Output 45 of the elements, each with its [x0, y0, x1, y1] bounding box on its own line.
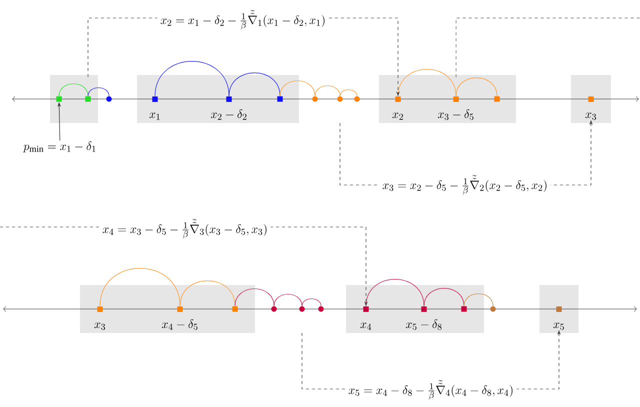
highlight-region: [540, 285, 578, 333]
arc: [456, 78, 498, 97]
arc: [398, 69, 456, 97]
arc: [234, 288, 274, 306]
edge-label: $x_3 = x_2 - \delta_5 - \tfrac{1}{\beta}\tilde{\tilde{\nabla}}_2(x_2 - \delta_5, x_2)$: [379, 172, 551, 198]
edge-label: $x_2 = x_1 - \delta_2 - \tfrac{1}{\beta}\tilde{\tilde{\nabla}}_1(x_1 - \delta_2, x_1)$: [157, 7, 329, 33]
square-marker: [494, 96, 500, 102]
square-marker: [232, 306, 238, 312]
point-label: $x_3$: [585, 112, 596, 120]
point-label: $x_5 - \delta_8$: [406, 319, 442, 330]
point-label: $x_4$: [360, 322, 372, 330]
point-label: $x_3$: [94, 322, 106, 330]
arc: [366, 279, 424, 307]
highlight-region: [571, 75, 611, 123]
square-marker: [277, 96, 283, 102]
arc: [274, 294, 302, 306]
arc: [100, 268, 180, 307]
highlight-region: [50, 75, 98, 123]
arc: [302, 298, 322, 306]
square-marker: [461, 306, 467, 312]
point-label: $x_1$: [149, 112, 160, 120]
point-label: $x_5$: [553, 322, 564, 330]
arc: [180, 280, 236, 307]
arc: [314, 85, 340, 96]
edge-label: $x_4 = x_3 - \delta_5 - \tfrac{1}{\beta}\tilde{\tilde{\nabla}}_3(x_3 - \delta_5, x_3)$: [99, 216, 271, 242]
highlight-region: [346, 285, 484, 333]
highlight-region: [379, 75, 516, 123]
arc: [154, 61, 230, 97]
arc: [58, 83, 88, 96]
point-label: $x_2$: [392, 112, 403, 120]
point-label: $x_2 - \delta_2$: [210, 109, 246, 120]
square-marker: [85, 96, 91, 102]
point-label: $x_3 - \delta_5$: [438, 109, 474, 120]
square-marker: [56, 96, 62, 102]
arc: [464, 293, 494, 306]
highlight-region: [80, 285, 255, 333]
arc: [280, 80, 316, 96]
edge-label: $x_5 = x_4 - \delta_8 - \tfrac{1}{\beta}\tilde{\tilde{\nabla}}_4(x_4 - \delta_8, x_4)$: [345, 377, 517, 403]
arc: [228, 72, 280, 97]
point-label: $x_4 - \delta_5$: [162, 319, 198, 330]
formula-label: $p_{\min} = x_1 - \delta_1$: [23, 141, 96, 152]
highlight-region: [137, 75, 299, 123]
arc: [340, 89, 358, 96]
arc: [424, 288, 464, 307]
arc: [88, 87, 110, 96]
